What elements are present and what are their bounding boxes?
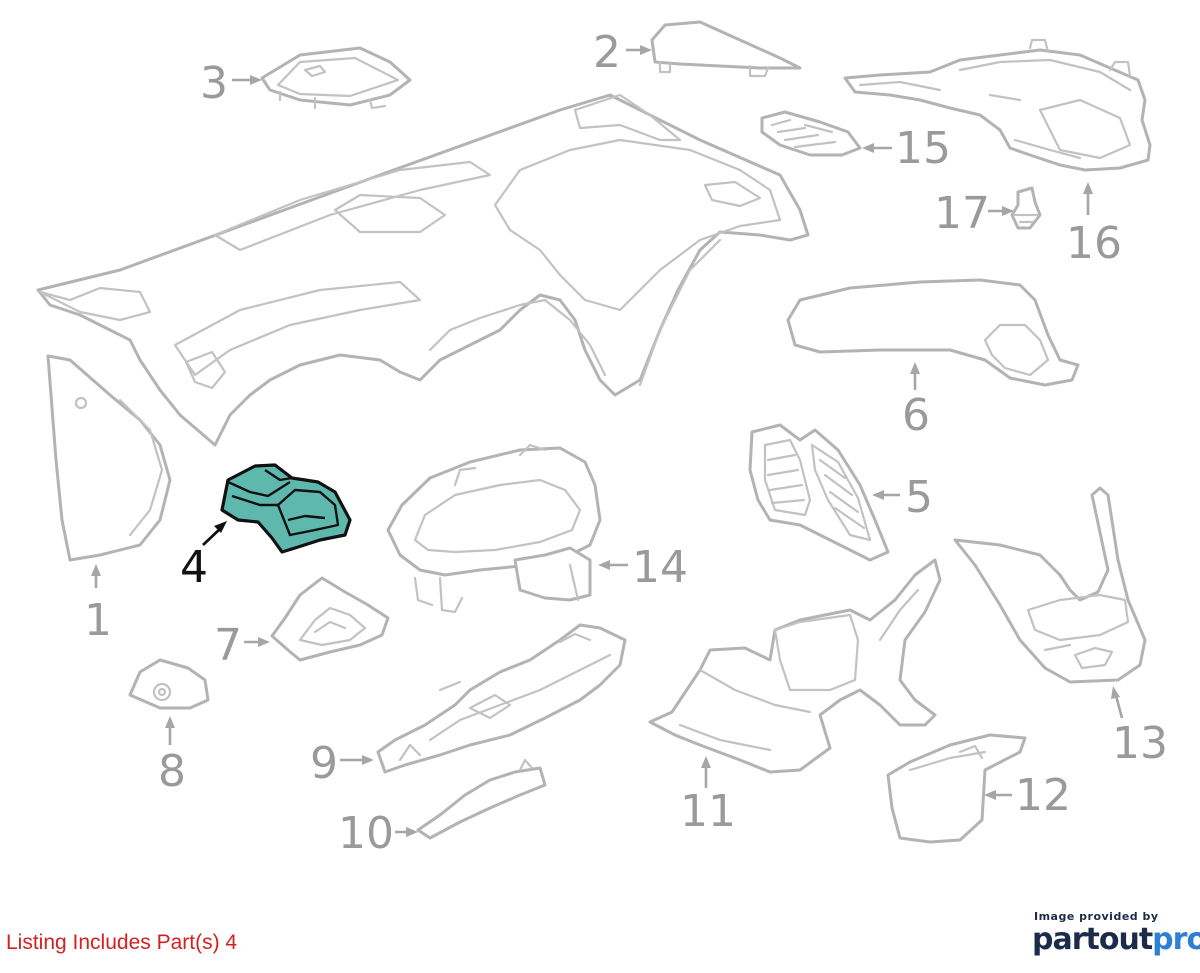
leader-lines — [91, 45, 1124, 837]
part-12-panel — [886, 733, 1027, 844]
part-3-cover — [260, 46, 412, 110]
callout-12: 12 — [1015, 770, 1071, 821]
brand-name-part1: partout — [1032, 922, 1153, 957]
part-6-trim-panel — [786, 278, 1080, 387]
part-17-clip — [1010, 186, 1042, 230]
callout-labels: 1 2 3 4 5 6 7 8 9 10 11 12 13 14 15 16 1… — [84, 27, 1168, 859]
listing-includes-text: Listing Includes Part(s) 4 — [6, 931, 238, 954]
callout-2: 2 — [593, 27, 621, 78]
callout-9: 9 — [310, 738, 338, 789]
callout-13: 13 — [1112, 718, 1168, 769]
part-15-vent — [760, 110, 862, 157]
part-13-bezel — [953, 486, 1147, 684]
callout-5: 5 — [905, 472, 933, 523]
brand-name-part2: pro — [1152, 922, 1200, 957]
callout-6: 6 — [902, 390, 930, 441]
part-16-bracket — [843, 38, 1152, 172]
callout-3: 3 — [200, 58, 228, 109]
callout-17: 17 — [934, 188, 990, 239]
part-10-strip — [416, 758, 547, 840]
callout-11: 11 — [680, 786, 736, 837]
callout-10: 10 — [338, 808, 394, 859]
part-2-trim — [650, 20, 802, 78]
part-8-switch — [128, 658, 210, 710]
part-9-glove-box — [376, 623, 627, 774]
image-credit-text: Image provided by — [1034, 910, 1159, 923]
callout-7: 7 — [214, 620, 242, 671]
callout-15: 15 — [895, 123, 951, 174]
part-5-vent — [748, 423, 890, 562]
callout-14: 14 — [632, 542, 688, 593]
part-11-console — [648, 558, 942, 774]
partoutpro-logo: partoutpro — [1032, 922, 1200, 957]
part-1-side-panel — [46, 354, 172, 562]
callout-16: 16 — [1066, 218, 1122, 269]
part-dashboard-main — [36, 93, 810, 447]
part-14-cluster-bezel — [386, 443, 602, 614]
callout-4: 4 — [180, 542, 208, 593]
callout-1: 1 — [84, 595, 112, 646]
callout-8: 8 — [158, 746, 186, 797]
part-4-highlighted — [220, 463, 352, 554]
part-7-trim — [270, 576, 390, 662]
